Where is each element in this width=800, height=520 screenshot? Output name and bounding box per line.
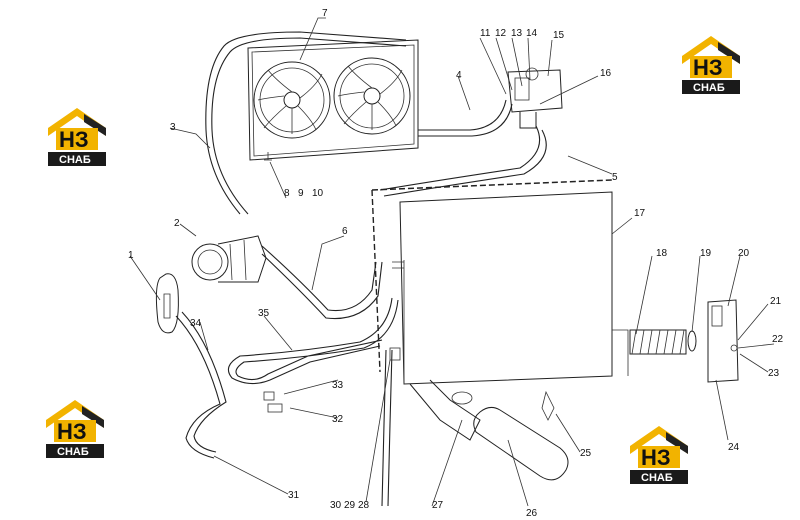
watermark-logo-top-right: НЗ СНАБ [678, 34, 744, 98]
callout-34: 34 [190, 318, 202, 329]
svg-text:НЗ: НЗ [59, 127, 89, 152]
callout-23: 23 [768, 368, 780, 379]
callout-15: 15 [553, 30, 565, 41]
callout-26: 26 [526, 508, 538, 519]
callout-19: 19 [700, 248, 712, 259]
callout-33: 33 [332, 380, 344, 391]
callout-13: 13 [511, 28, 523, 39]
callout-29: 29 [344, 500, 356, 511]
watermark-logo-bottom-left: НЗ СНАБ [42, 398, 108, 462]
callout-8: 8 [284, 188, 290, 199]
callout-18: 18 [656, 248, 668, 259]
callout-16: 16 [600, 68, 612, 79]
leader-lines [129, 17, 775, 507]
callout-5: 5 [612, 172, 618, 183]
callout-27: 27 [432, 500, 444, 511]
callout-22: 22 [772, 334, 784, 345]
callout-2: 2 [174, 218, 180, 229]
condenser-assembly [247, 39, 419, 161]
watermark-logo-bottom-right: НЗ СНАБ [626, 424, 692, 488]
callout-20: 20 [738, 248, 750, 259]
compressor [191, 235, 267, 283]
callout-24: 24 [728, 442, 740, 453]
svg-text:НЗ: НЗ [57, 419, 87, 444]
svg-text:СНАБ: СНАБ [57, 446, 89, 458]
callout-6: 6 [342, 226, 348, 237]
callout-25: 25 [580, 448, 592, 459]
callout-7: 7 [322, 8, 328, 19]
callout-30: 30 [330, 500, 342, 511]
callouts: 1 2 3 4 5 6 7 8 9 10 11 12 13 14 15 16 1… [128, 8, 784, 519]
refrigerant-hoses [175, 31, 547, 507]
condenser-fan-left [253, 61, 331, 139]
callout-31: 31 [288, 490, 300, 501]
callout-1: 1 [128, 250, 134, 261]
receiver-drier [507, 67, 563, 129]
callout-4: 4 [456, 70, 462, 81]
svg-text:НЗ: НЗ [693, 55, 723, 80]
callout-21: 21 [770, 296, 782, 307]
callout-32: 32 [332, 414, 344, 425]
callout-9: 9 [298, 188, 304, 199]
drive-belt [155, 273, 179, 334]
callout-12: 12 [495, 28, 507, 39]
callout-28: 28 [358, 500, 370, 511]
callout-3: 3 [170, 122, 176, 133]
callout-10: 10 [312, 188, 324, 199]
callout-11: 11 [480, 28, 491, 39]
watermark-logo-top-left: НЗ СНАБ [44, 106, 110, 170]
evaporator-housing [371, 179, 629, 385]
svg-text:СНАБ: СНАБ [693, 82, 725, 94]
blower-assembly [629, 299, 739, 383]
callout-17: 17 [634, 208, 646, 219]
callout-35: 35 [258, 308, 270, 319]
svg-text:НЗ: НЗ [641, 445, 671, 470]
svg-text:СНАБ: СНАБ [641, 472, 673, 484]
hose-fittings [263, 347, 401, 413]
air-duct [409, 379, 569, 481]
condenser-fan-right [333, 57, 411, 135]
svg-text:СНАБ: СНАБ [59, 154, 91, 166]
callout-14: 14 [526, 28, 538, 39]
